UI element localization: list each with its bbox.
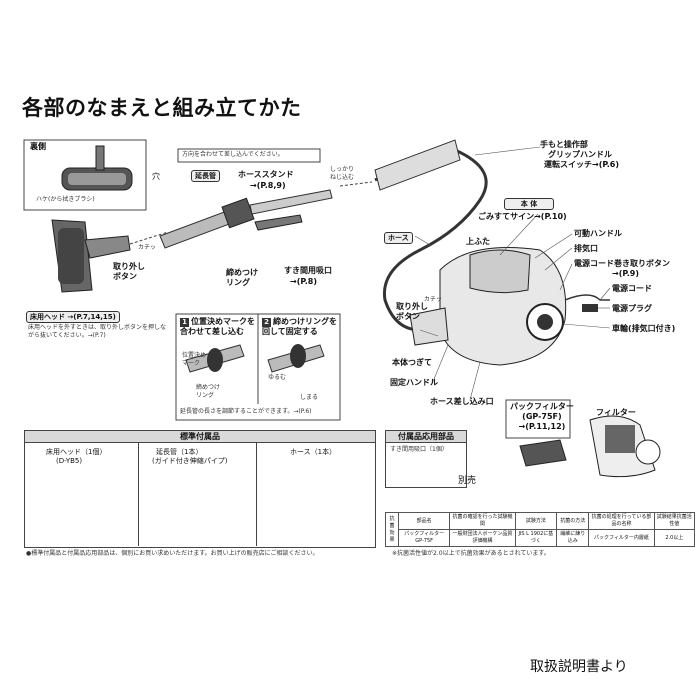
gap-nozzle-label: すき間用吸口	[284, 266, 332, 275]
hole-label: 穴	[152, 172, 160, 181]
tighten-ring-step-label: 締めつけ リング	[196, 384, 221, 399]
antibacterial-spec-table: 抗菌効果 部品名 抗菌の確認を行った試験機関 試験方法 抗菌の方法 抗菌の処理を…	[385, 512, 696, 547]
extension-pipe-label: 延長管	[191, 170, 220, 182]
spec-value-cell: JIS L 1902に基づく	[514, 529, 558, 547]
handle-section-label: 手もと操作部	[540, 140, 588, 149]
accessory-1-code: (D-YB5)	[56, 457, 83, 465]
pack-filter-label: パックフィルター (GP-75F) →(P.11,12)	[510, 402, 574, 431]
remove-button-2-label: 取り外し ボタン	[396, 302, 428, 321]
cord-button-page: →(P.9)	[612, 269, 640, 278]
brush-note: ハケ(から拭きブラシ)	[36, 196, 95, 203]
firmly-twist-note: しっかり ねじ込む	[330, 166, 355, 181]
pack-filter-illustration	[519, 439, 567, 467]
movable-handle-label: 可動ハンドル	[574, 229, 622, 238]
run-switch-label: 運転スイッチ→(P.6)	[544, 160, 620, 169]
click-label-2: カチッ	[424, 296, 443, 303]
grip-handle-illustration	[374, 139, 461, 191]
grip-handle-label: グリップハンドル	[548, 150, 612, 159]
spec-header-cell: 試験結果抗菌活性値	[653, 512, 696, 530]
cord-button-label: 電源コード巻き取りボタン	[574, 259, 670, 268]
accessory-3-name: ホース（1本）	[290, 448, 337, 456]
filter-label: フィルター	[596, 408, 636, 417]
page-title: 各部のなまえと組み立てかた	[22, 96, 302, 120]
floor-head-underside-illustration	[61, 145, 133, 191]
power-cord-label: 電源コード	[612, 284, 652, 293]
optional-part-item: すき間用吸口（1個）	[390, 446, 448, 453]
back-side-label: 裏側	[30, 142, 46, 151]
tighten-label: しまる	[300, 394, 319, 401]
top-lid-label: 上ふた	[466, 237, 490, 246]
spec-side-label: 抗菌効果	[385, 512, 399, 547]
accessory-2-code: (ガイド付き伸縮パイプ)	[152, 457, 228, 465]
spec-header-cell: 試験方法	[514, 512, 558, 530]
accessory-1-name: 床用ヘッド（1個）	[46, 448, 107, 456]
accessory-2-name: 延長管（1本）	[156, 448, 203, 456]
spec-value-cell: パックフィルター内層紙	[588, 529, 655, 547]
spec-value-cell: 2.0以上	[653, 529, 696, 547]
accessory-divider-1	[138, 442, 139, 546]
tighten-ring-label: 締めつけ リング	[226, 268, 258, 287]
spec-value-cell: 一般財団法人ボーケン品質評価機構	[449, 529, 516, 547]
dust-sign-label: ごみすてサイン→(P.10)	[478, 212, 567, 221]
wheel-label: 車輪(排気口付き)	[612, 324, 676, 333]
hose-label: ホース	[384, 232, 413, 244]
spec-note: ※抗菌活性値が2.0以上で抗菌効果があるとされています。	[392, 550, 550, 557]
floor-head-label: 床用ヘッド →(P.7,14,15)	[26, 311, 120, 323]
direction-note: 方向を合わせて差し込んでください。	[182, 151, 284, 158]
optional-part-header: 付属品応用部品	[385, 430, 467, 443]
pipe-note: 延長管の長さを調節することができます。→(P.6)	[180, 408, 312, 415]
click-label-1: カチッ	[138, 244, 157, 251]
spec-header-cell: 抗菌の方法	[556, 512, 590, 530]
gap-nozzle-page: →(P.8)	[290, 277, 318, 286]
accessory-divider-2	[256, 442, 257, 546]
spec-header-cell: 抗菌の処理を行っている部品の名称	[588, 512, 655, 530]
hose-inlet-label: ホース差し込み口	[430, 397, 494, 406]
position-mark-label: 位置決め マーク	[182, 352, 207, 367]
sold-separately-label: 別売	[458, 476, 477, 486]
floor-head-note: 床用ヘッドを外すときは、取り外しボタンを押しながら抜いてください。→(P.7)	[28, 324, 167, 339]
remove-button-label: 取り外し ボタン	[113, 262, 145, 281]
spec-header-cell: 抗菌の確認を行った試験機関	[449, 512, 516, 530]
hose-stand-page: →(P.8,9)	[250, 181, 286, 190]
exhaust-label: 排気口	[574, 244, 598, 253]
extension-pipe-illustration	[159, 189, 333, 249]
fixed-handle-label: 固定ハンドル	[390, 378, 438, 387]
source-caption: 取扱説明書より	[530, 659, 628, 675]
hose-stand-label: ホーススタンド	[238, 170, 294, 179]
standard-accessories-box	[24, 430, 376, 548]
filter-illustration	[589, 415, 661, 478]
spec-header-cell: 部品名	[397, 512, 451, 530]
spec-value-cell: 繊維に練り込み	[556, 529, 590, 547]
standard-accessories-header: 標準付属品	[24, 430, 376, 443]
body-joint-label: 本体つぎて	[392, 358, 432, 367]
vacuum-body-illustration	[409, 247, 567, 366]
accessory-footnote: ●標準付属品と付属品応用部品は、個別にお買い求めいただけます。お買い上げの販売店…	[26, 550, 319, 557]
spec-value-cell: パックフィルター GP-75F	[397, 529, 451, 547]
floor-head-illustration	[51, 219, 131, 293]
main-body-label: 本 体	[504, 198, 554, 210]
loosen-label: ゆるむ	[268, 374, 287, 381]
power-plug-label: 電源プラグ	[612, 304, 652, 313]
